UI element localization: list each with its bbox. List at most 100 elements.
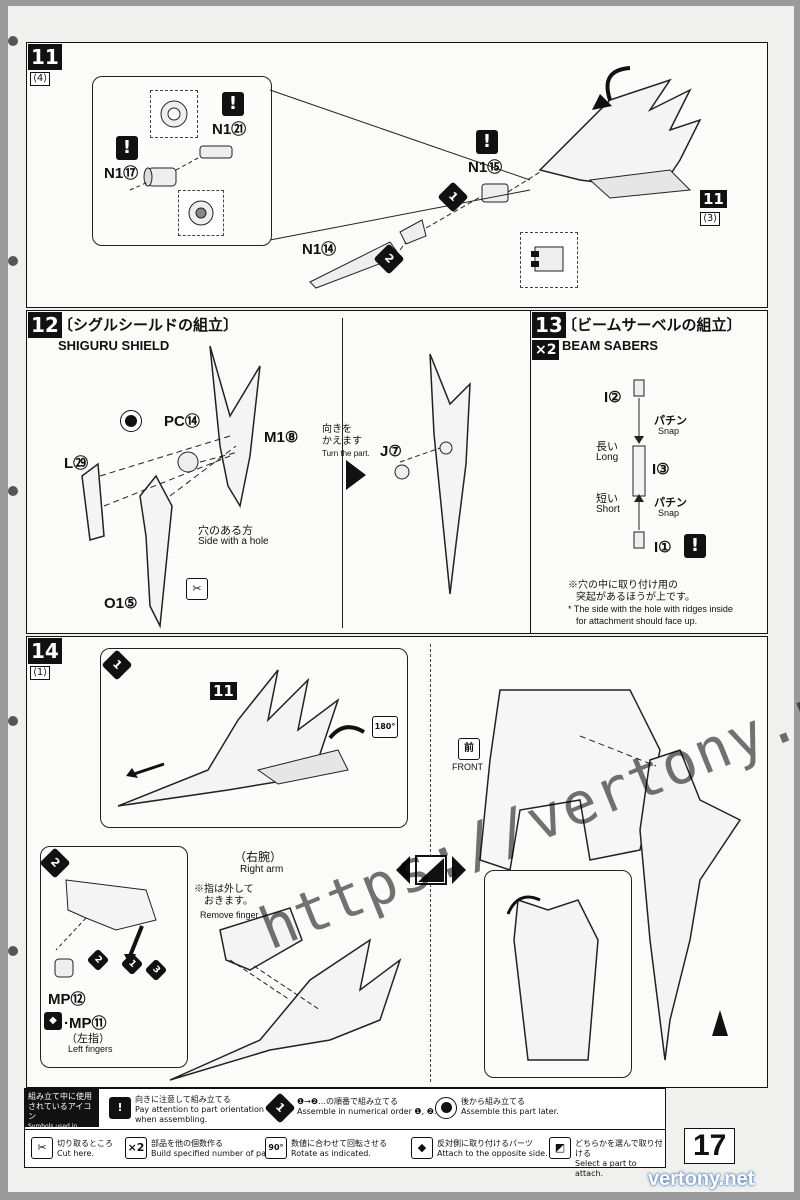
legend-item-count: 部品を他の個数作る Build specified number of part… [151, 1139, 279, 1159]
legend-orientation-en-1: Pay attention to part orientation [135, 1105, 264, 1114]
step-14-sub: ⟨1⟩ [30, 666, 51, 680]
step-12-title-en: SHIGURU SHIELD [58, 338, 170, 353]
legend-order-jp: ❶→❷…の順番で組み立てる [297, 1097, 399, 1106]
warning-icon: ! [222, 92, 244, 116]
legend-head-en: Symbols used in instructions [28, 1123, 78, 1140]
beam-saber-parts [632, 379, 646, 549]
detail-view-bottom [178, 190, 224, 236]
long-en: Long [596, 452, 619, 463]
note-jp-1: ※穴の中に取り付け用の [568, 580, 678, 591]
assemble-later-icon [435, 1097, 457, 1119]
clip-part [531, 246, 564, 272]
detail-view-clip [520, 232, 578, 288]
snap-jp-1: パチン [654, 415, 687, 427]
step-11-sub: ⟨4⟩ [30, 72, 51, 86]
opposite-side-small-icon: ◆ [44, 1012, 62, 1030]
warning-icon: ! [476, 130, 498, 154]
opposite-side-icon: ◆ [411, 1137, 433, 1159]
binding-ring [8, 486, 18, 496]
assemble-later-icon [120, 410, 142, 432]
multiply-icon: ×2 [125, 1137, 147, 1159]
legend-cut-en: Cut here. [57, 1149, 94, 1158]
remove-finger-en: Remove finger. [200, 910, 261, 920]
left-fingers-jp: （左指） [66, 1033, 110, 1045]
warning-icon: ! [684, 534, 706, 558]
remove-finger-jp-1: ※指は外して [194, 884, 254, 895]
step-12-shield-parts [81, 345, 261, 629]
joint-socket-bottom [188, 200, 214, 226]
legend-item-select: どちらかを選んで取り付ける Select a part to attach. [575, 1139, 665, 1179]
snap-jp-2: パチン [654, 497, 687, 509]
shield-assembled [399, 353, 471, 595]
legend-orientation-en-2: when assembling. [135, 1115, 208, 1124]
legend-orientation-jp: 向きに注意して組み立てる [135, 1095, 231, 1104]
step-13-panel [530, 310, 768, 634]
legend-count-en: Build specified number of parts. [151, 1149, 280, 1158]
cut-here-icon: ✂ [31, 1137, 53, 1159]
hand-part-illustration [55, 879, 157, 966]
turn-jp-2: かえます [322, 436, 362, 447]
numerical-order-icon: 1 [264, 1092, 296, 1124]
part-i1: I① [654, 539, 672, 556]
page-number: 17 [684, 1128, 736, 1164]
part-o15: O1⑤ [104, 595, 138, 612]
turn-en: Turn the part. [322, 449, 370, 458]
part-n1-17: N1⑰ [104, 165, 139, 182]
note-en-2: for attachment should face up. [576, 616, 698, 626]
part-mp11: ·MP⑪ [64, 1015, 107, 1032]
step-13-number: 13 [532, 312, 566, 338]
rotate-icon: 180° [372, 716, 398, 738]
legend-later-jp: 後から組み立てる [461, 1097, 525, 1106]
note-jp-2: 突起があるほうが上です。 [576, 592, 695, 603]
legend-count-jp: 部品を他の個数作る [151, 1139, 223, 1148]
part-l29: L㉙ [64, 455, 89, 472]
long-jp: 長い [596, 441, 618, 453]
binding-ring [8, 946, 18, 956]
select-part-icon: ◩ [549, 1137, 571, 1159]
binding-ring [8, 256, 18, 266]
right-arm-en: Right arm [240, 864, 284, 875]
legend-cut-jp: 切り取るところ [57, 1139, 113, 1148]
step-14-number: 14 [28, 638, 62, 664]
mobile-suit-torso [479, 689, 742, 1061]
substep-2-box [40, 846, 188, 1068]
legend-select-jp: どちらかを選んで取り付ける [575, 1139, 663, 1158]
wing-part-illustration [117, 669, 366, 807]
legend-item-order: ❶→❷…の順番で組み立てる Assemble in numerical orde… [297, 1097, 442, 1117]
ref-step-11: 11 [210, 682, 237, 700]
ref-step-11-sub: ⟨3⟩ [700, 212, 721, 226]
right-arm-jp: （右腕） [234, 850, 283, 864]
site-logo-text: vertony.net [648, 1168, 755, 1190]
arm-with-wing-illustration [169, 907, 402, 1081]
front-label: FRONT [452, 762, 483, 772]
part-j7-shape [394, 464, 410, 480]
part-n1-21: N1㉑ [212, 121, 247, 138]
legend-select-en: Select a part to attach. [575, 1159, 637, 1178]
joint-socket-top [160, 100, 188, 128]
turn-jp-1: 向きを [322, 424, 352, 435]
step-13-count: ×2 [532, 340, 560, 360]
step-12-title-jp: 〔シグルシールドの組立〕 [58, 316, 239, 334]
step-12-divider [342, 318, 343, 628]
legend-item-opposite: 反対側に取り付けるパーツ Attach to the opposite side… [437, 1139, 548, 1159]
arm-joint-detail [506, 895, 599, 1061]
part-n1-14: N1⑭ [302, 241, 337, 258]
cut-here-icon: ✂ [186, 578, 208, 600]
warning-icon: ! [109, 1097, 131, 1119]
part-m18: M1⑧ [264, 429, 299, 446]
remove-finger-jp-2: おきます。 [204, 896, 253, 907]
legend-later-en: Assemble this part later. [461, 1107, 559, 1116]
warning-icon: ! [116, 136, 138, 160]
short-en: Short [596, 504, 620, 515]
legend-divider [25, 1129, 665, 1130]
turn-arrow-icon [346, 460, 366, 490]
step-12-number: 12 [28, 312, 62, 338]
legend-item-cut: 切り取るところ Cut here. [57, 1139, 113, 1159]
hole-side-jp: 穴のある方 [198, 525, 253, 537]
part-n1-15: N1⑮ [468, 159, 503, 176]
binding-ring [8, 716, 18, 726]
part-mp12: MP⑫ [48, 991, 86, 1008]
finger-part [54, 958, 74, 978]
legend-head-jp-2: されているアイコン [28, 1102, 92, 1121]
detail-view-top [150, 90, 198, 138]
